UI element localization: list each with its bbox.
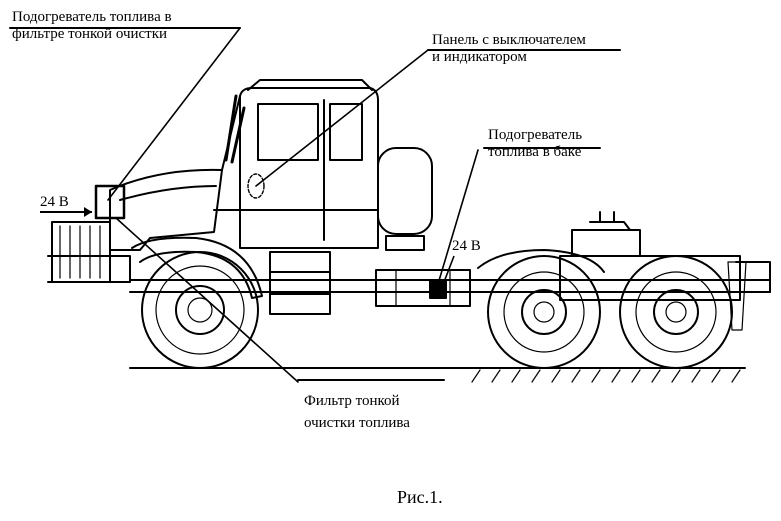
grille-bars [59, 225, 101, 279]
figure-caption: Рис.1. [397, 487, 443, 507]
rear-light [735, 261, 771, 293]
panel-marker [247, 173, 265, 199]
rear-fender [477, 249, 605, 273]
fifth-wheel [571, 211, 641, 257]
filter-heater-body [94, 184, 126, 220]
label-filter-line-2: очистки топлива [304, 415, 410, 431]
label-heater-filter-line-1: Подогреватель топлива в [12, 9, 172, 25]
cab-outline [239, 87, 379, 249]
rear-wheel-2 [619, 255, 733, 369]
fuel-tank-straps [395, 269, 451, 307]
spare-wheel-hub [385, 235, 425, 251]
leader-panel [255, 49, 429, 187]
label-heater-tank-line-1: Подогреватель [488, 127, 583, 143]
label-panel-line-2: и индикатором [432, 49, 527, 65]
leader-filter [115, 217, 299, 383]
arrow-24v-right [443, 255, 455, 283]
label-voltage-right: 24 В [452, 238, 481, 254]
leader-tank [437, 149, 479, 285]
hood [109, 168, 223, 251]
front-fender [131, 236, 263, 299]
cab-steps [269, 251, 331, 315]
cab-window-front [257, 103, 319, 161]
label-filter-line-1: Фильтр тонкой [304, 393, 400, 409]
bumper [47, 255, 131, 283]
fuel-tank [375, 269, 471, 307]
label-heater-tank: Подогреватель топлива в баке [488, 127, 582, 161]
label-panel-line-1: Панель с выключателем [432, 32, 586, 48]
label-heater-tank-line-2: топлива в баке [488, 144, 582, 160]
mirror [224, 94, 246, 164]
label-filter: Фильтр тонкой очистки топлива [304, 390, 410, 434]
leader-heater-filter [107, 27, 241, 201]
arrow-24v-left-head [84, 207, 92, 217]
cab-roof-visor [247, 79, 373, 91]
front-grille [51, 221, 111, 283]
label-voltage-left: 24 В [40, 194, 69, 210]
ground-hatch [471, 369, 741, 383]
front-wheel [141, 251, 259, 369]
rear-wheel-1 [487, 255, 601, 369]
hood-crease [119, 185, 217, 201]
cab-window-side [329, 103, 363, 161]
label-heater-filter-line-2: фильтре тонкой очистки [12, 26, 168, 42]
mud-flap-rear [727, 261, 747, 331]
label-panel: Панель с выключателем и индикатором [432, 32, 586, 66]
label-heater-filter: Подогреватель топлива в фильтре тонкой о… [12, 9, 172, 43]
spare-wheel [377, 147, 433, 235]
tank-heater-body [429, 279, 447, 299]
